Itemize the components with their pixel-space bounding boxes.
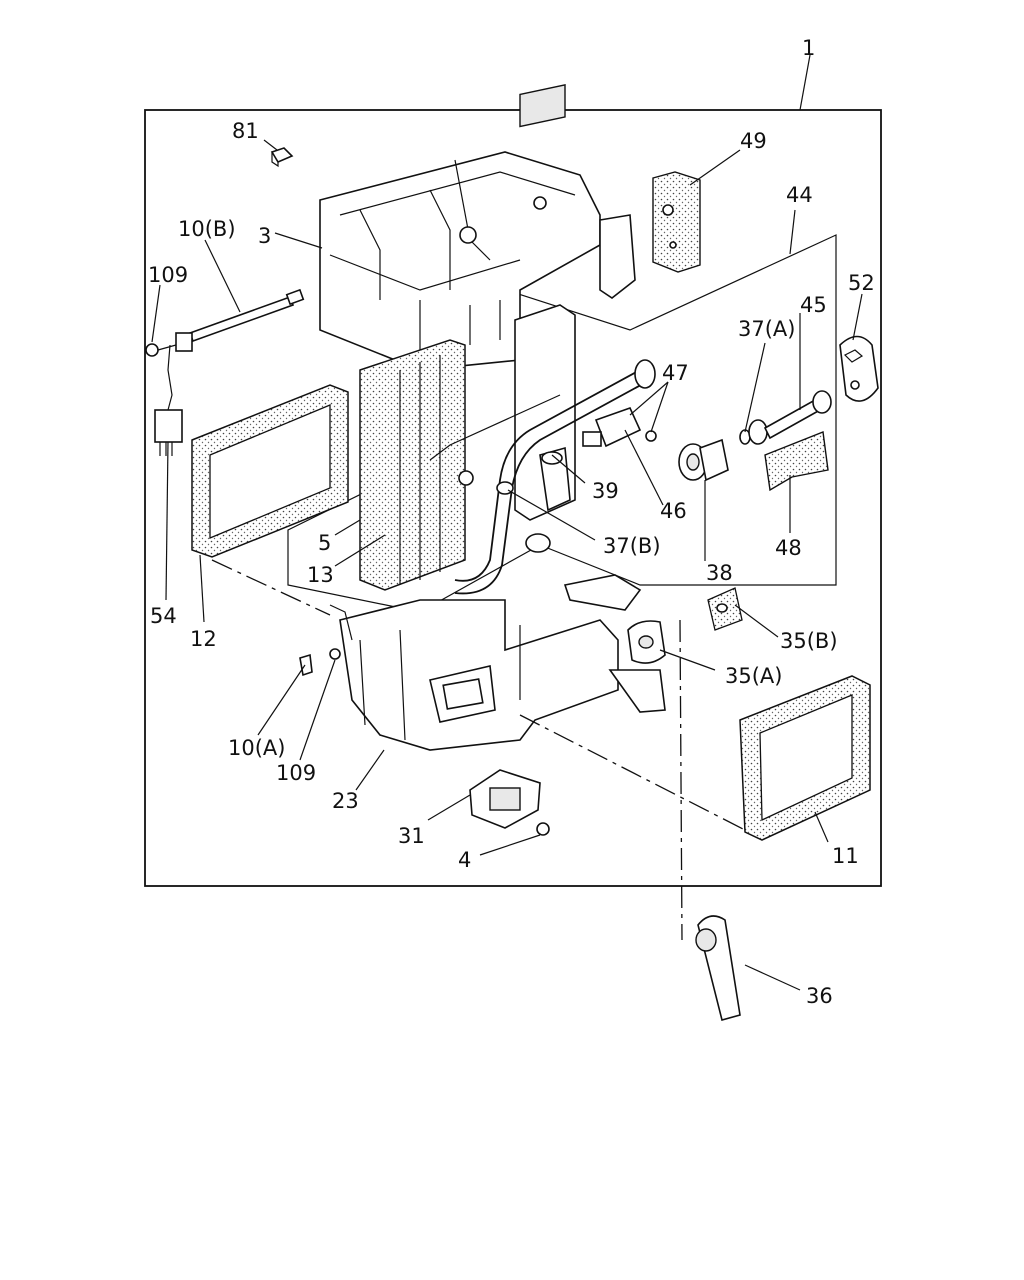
callout-36: 36 bbox=[806, 984, 833, 1008]
callout-109-bottom: 109 bbox=[276, 761, 316, 785]
callout-11: 11 bbox=[832, 844, 859, 868]
resistor-31 bbox=[469, 769, 541, 829]
callout-10b: 10(B) bbox=[178, 217, 236, 241]
callout-49: 49 bbox=[740, 129, 767, 153]
callout-10a: 10(A) bbox=[228, 736, 285, 760]
callout-37b: 37(B) bbox=[603, 534, 661, 558]
upper-case bbox=[319, 84, 636, 371]
callout-1: 1 bbox=[802, 36, 815, 60]
callout-3: 3 bbox=[258, 224, 271, 248]
gasket-35b bbox=[707, 587, 743, 631]
callout-38: 38 bbox=[706, 561, 733, 585]
callout-46: 46 bbox=[660, 499, 687, 523]
insulator-pad-49 bbox=[652, 171, 701, 273]
callout-47: 47 bbox=[662, 361, 689, 385]
actuator-54 bbox=[154, 344, 183, 456]
callout-37a: 37(A) bbox=[738, 317, 795, 341]
duct-36 bbox=[695, 915, 741, 1021]
callout-54: 54 bbox=[150, 604, 177, 628]
callout-44: 44 bbox=[786, 183, 813, 207]
callout-39: 39 bbox=[592, 479, 619, 503]
callout-labels: 1 81 49 44 10(B) 3 109 52 45 37(A) 47 39… bbox=[148, 36, 875, 1008]
clip-81 bbox=[270, 147, 294, 168]
callout-48: 48 bbox=[775, 536, 802, 560]
callout-4: 4 bbox=[458, 848, 471, 872]
expansion-valve-46 bbox=[458, 407, 657, 495]
callout-12: 12 bbox=[190, 627, 217, 651]
callout-5: 5 bbox=[318, 531, 331, 555]
rod-10b bbox=[145, 288, 305, 357]
fittings-45 bbox=[678, 335, 879, 482]
callout-13: 13 bbox=[307, 563, 334, 587]
callout-35a: 35(A) bbox=[725, 664, 782, 688]
callout-35b: 35(B) bbox=[780, 629, 838, 653]
callout-45: 45 bbox=[800, 293, 827, 317]
callout-81: 81 bbox=[232, 119, 259, 143]
callout-23: 23 bbox=[332, 789, 359, 813]
gasket-35a bbox=[627, 620, 666, 664]
pad-48 bbox=[764, 431, 829, 492]
filter-frame-12 bbox=[191, 384, 349, 558]
callout-52: 52 bbox=[848, 271, 875, 295]
callout-31: 31 bbox=[398, 824, 425, 848]
callout-109-top: 109 bbox=[148, 263, 188, 287]
leader-lines bbox=[151, 54, 863, 991]
filter-frame-11 bbox=[739, 675, 871, 841]
lower-case-23 bbox=[299, 574, 666, 751]
screw-4 bbox=[536, 822, 550, 836]
assembly-frame bbox=[144, 109, 882, 887]
